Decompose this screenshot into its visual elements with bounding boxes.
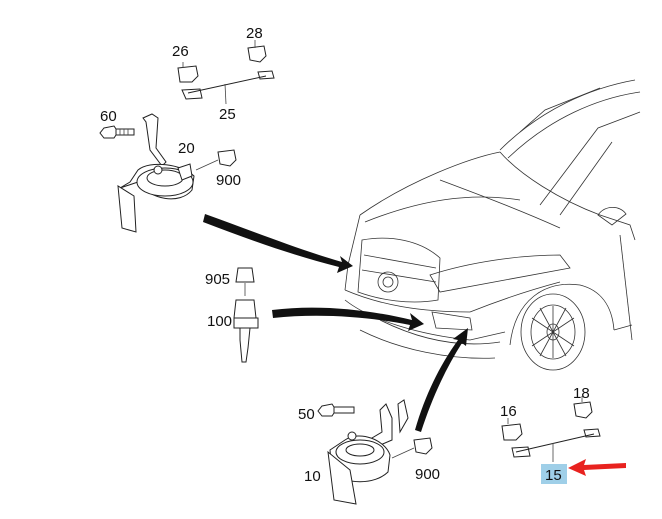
label-26: 26: [172, 43, 189, 60]
label-25: 25: [219, 106, 236, 123]
horn-lower-10: [317, 399, 433, 505]
label-16: 16: [500, 403, 517, 420]
label-60: 60: [100, 108, 117, 125]
arrow-sensor: [272, 307, 424, 331]
arrow-horn-upper: [203, 214, 353, 273]
cable-tie-assembly-15: [501, 396, 601, 462]
label-18: 18: [573, 385, 590, 402]
label-28: 28: [246, 25, 263, 42]
horn-upper-20: [99, 113, 237, 233]
label-900-upper: 900: [216, 172, 241, 189]
label-15[interactable]: 15: [545, 467, 562, 484]
red-pointer-arrow: [568, 459, 626, 476]
label-905: 905: [205, 271, 230, 288]
label-900-lower: 900: [415, 466, 440, 483]
label-20: 20: [178, 140, 195, 157]
label-50: 50: [298, 406, 315, 423]
label-100: 100: [207, 313, 232, 330]
arrow-horn-lower: [415, 328, 468, 432]
cable-tie-assembly-25: [177, 40, 275, 105]
car-outline: [344, 79, 641, 371]
location-arrows: [203, 214, 468, 432]
sensor-100: [233, 267, 259, 363]
highlight-box-15: [541, 464, 567, 484]
label-10: 10: [304, 468, 321, 485]
